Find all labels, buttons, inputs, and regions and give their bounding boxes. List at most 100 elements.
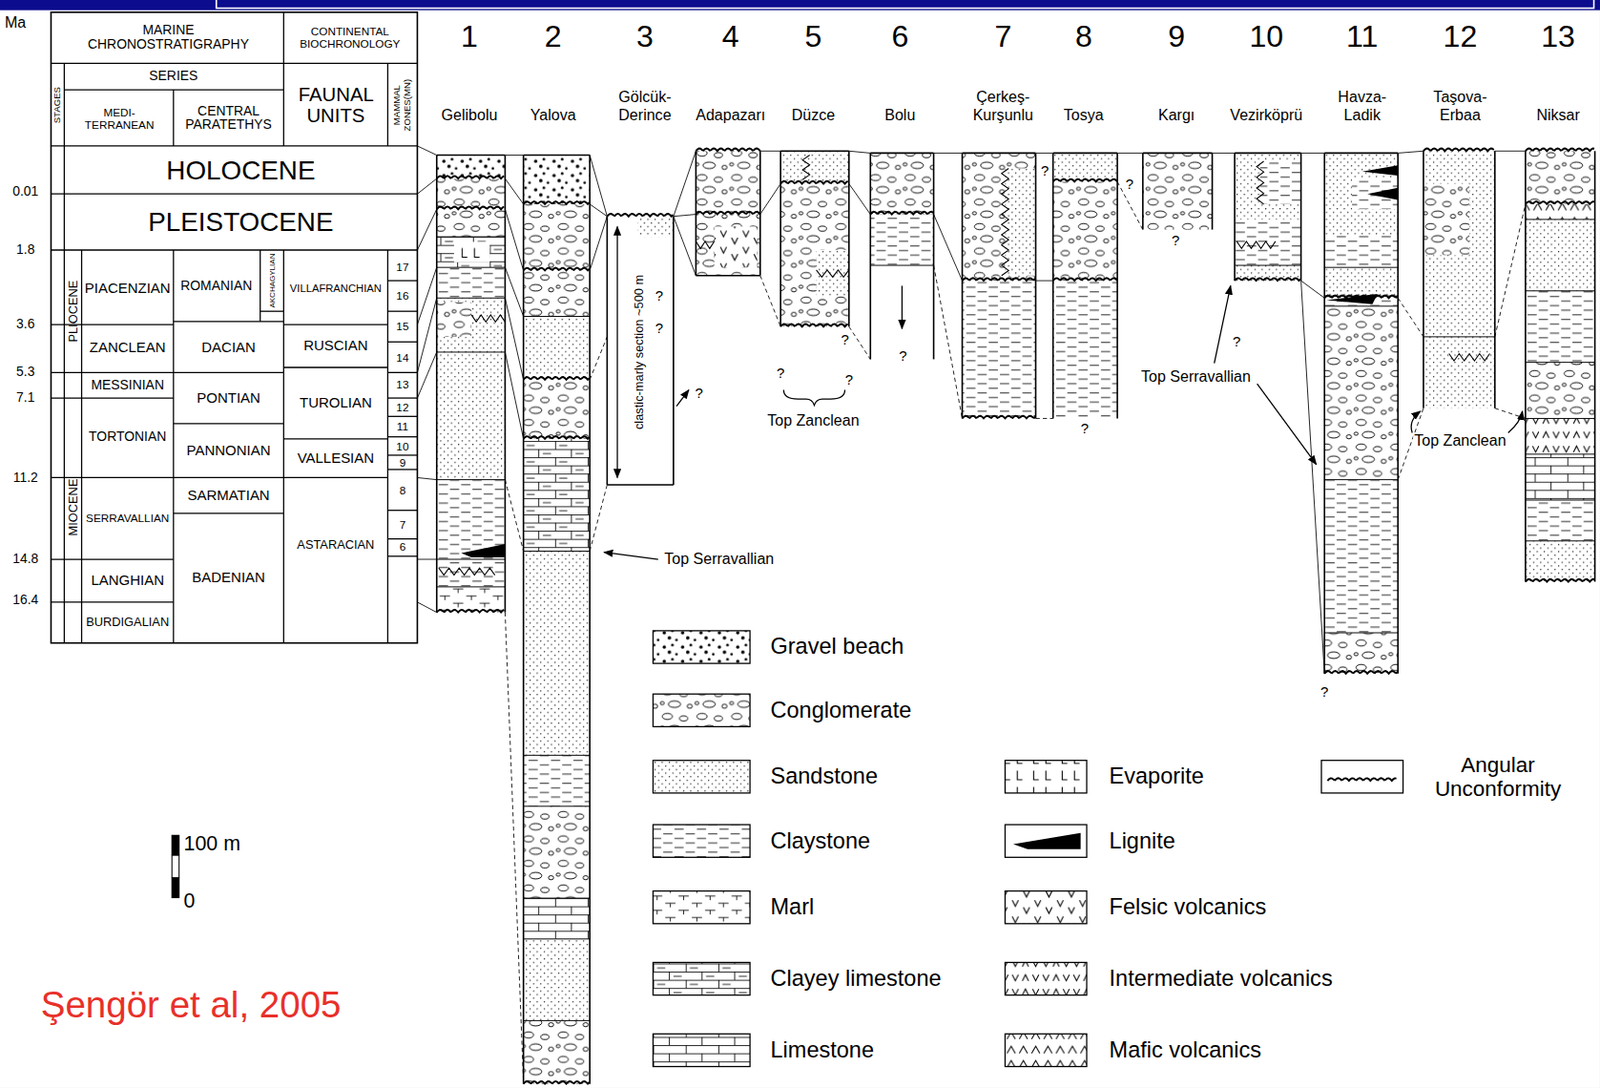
mn-zone: 12	[395, 400, 409, 414]
lithology-fill	[523, 270, 591, 316]
legend-swatches	[652, 630, 1403, 1067]
table-rule	[50, 249, 417, 250]
scale-label: 100 m	[184, 831, 241, 855]
correlation-line	[589, 484, 607, 552]
stage-name: DACIAN	[201, 339, 256, 355]
unconformity	[523, 1080, 590, 1084]
unconformity	[962, 415, 1037, 419]
bed-boundary	[523, 754, 591, 756]
lithology-fill	[1351, 178, 1398, 209]
unconformity	[780, 181, 849, 185]
column-side	[933, 152, 936, 359]
correlation-line	[673, 150, 697, 216]
faunal-unit: ASTARACIAN	[296, 538, 375, 552]
bed-boundary	[1324, 267, 1398, 269]
lithology-fill	[1423, 183, 1470, 255]
bed-boundary	[523, 897, 591, 899]
legend-label: Clayey limestone	[769, 966, 941, 992]
correlation-line	[849, 183, 871, 214]
correlation-line	[504, 154, 523, 156]
correlation-line	[589, 155, 607, 217]
lithology-fill	[1324, 632, 1398, 674]
column-side	[779, 150, 782, 327]
unconformity	[1324, 670, 1398, 674]
column-side	[1422, 150, 1425, 408]
table-rule	[387, 415, 417, 417]
stage-name: BURDIGALIAN	[85, 615, 169, 629]
legend-label: Lignite	[1109, 828, 1176, 853]
lithology-fill	[1525, 454, 1596, 500]
lithology-fill	[523, 379, 591, 439]
lithology-fill	[1324, 152, 1398, 296]
table-heading: STAGES	[53, 86, 64, 124]
lithology-fill	[1053, 280, 1118, 418]
mn-zone: 10	[395, 439, 409, 453]
lithology-fill	[695, 150, 760, 214]
correlation-line	[1301, 152, 1326, 154]
column-number: 4	[722, 19, 740, 53]
stage-name: AKCHAGYLIAN	[268, 253, 277, 309]
table-rule	[387, 372, 417, 374]
bed-boundary	[1324, 632, 1398, 634]
correlation-line	[504, 178, 523, 205]
mn-zone: 15	[395, 320, 409, 333]
query-mark: ?	[897, 348, 908, 364]
column-side	[1396, 152, 1399, 673]
table-rule	[50, 145, 417, 146]
lithology-fill	[523, 316, 591, 380]
bed-boundary	[1525, 417, 1596, 419]
correlation-line	[934, 265, 963, 418]
legend-swatch	[1004, 891, 1087, 924]
correlation-line	[416, 297, 437, 373]
lithology-fill	[870, 152, 934, 214]
column-side	[1233, 152, 1236, 281]
unconformity	[523, 268, 590, 271]
lithology-fill	[870, 214, 934, 266]
table-rule	[387, 249, 389, 644]
mn-zone: 8	[399, 483, 407, 497]
locality-name: Vezirköprü	[1229, 106, 1303, 125]
lithology-fill	[436, 208, 506, 237]
unconformity	[436, 175, 505, 179]
interfingering	[471, 314, 505, 322]
ma-value: 7.1	[16, 390, 35, 405]
column-base	[695, 274, 760, 277]
column-number: 13	[1540, 19, 1576, 53]
table-rule	[50, 477, 173, 478]
table-rule	[387, 279, 417, 281]
correlation-line	[589, 204, 607, 217]
correlation-line	[760, 275, 781, 327]
column-top	[1053, 152, 1118, 155]
column-top	[1234, 152, 1302, 155]
locality-name: Düzce	[791, 106, 835, 125]
lithology-fill	[1053, 152, 1118, 182]
table-rule	[50, 396, 173, 398]
correlation-line	[504, 208, 523, 271]
query-mark: ?	[1124, 176, 1135, 192]
column-side	[1494, 150, 1497, 408]
lithology-fill	[436, 479, 506, 560]
lignite-seam	[460, 543, 505, 558]
annotation-marks	[603, 226, 1523, 560]
table-rule	[50, 193, 417, 195]
bed-boundary	[1525, 290, 1596, 291]
strat-column	[1423, 147, 1496, 408]
mn-zone: 11	[396, 420, 409, 434]
table-rule	[283, 437, 388, 439]
query-mark: ?	[654, 320, 665, 336]
legend-swatch	[1004, 824, 1087, 857]
bed-boundary	[523, 937, 591, 939]
interfingering	[695, 241, 714, 249]
lithology-fill	[1525, 540, 1596, 582]
correlation-line	[504, 297, 523, 380]
strat-column	[695, 147, 760, 275]
unconformity	[695, 147, 760, 151]
correlation-line	[849, 326, 871, 359]
lithology-fill	[454, 241, 490, 262]
legend-swatch	[652, 630, 750, 664]
unconformity	[436, 206, 505, 209]
table-rule	[283, 12, 285, 146]
locality-name: Çerkeş- Kurşunlu	[973, 89, 1034, 124]
ma-value: 1.8	[16, 242, 35, 257]
column-top	[780, 149, 850, 152]
